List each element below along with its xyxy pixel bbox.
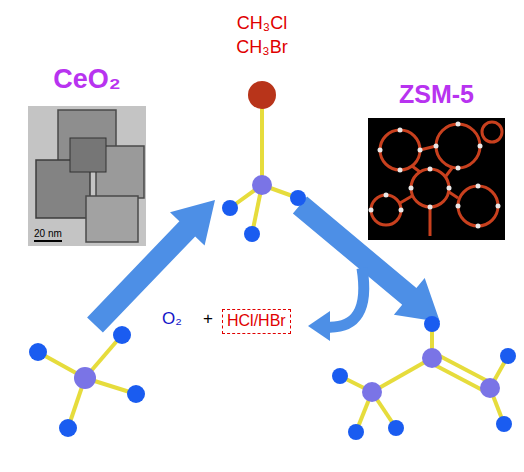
- product-formula: CH₃Br: [236, 38, 287, 58]
- reagent-text: HCl/HBr: [227, 311, 286, 330]
- plus-sign: +: [203, 310, 213, 329]
- zeolite-framework: [368, 118, 505, 240]
- reagent-formula: O₂: [162, 310, 182, 329]
- scale-bar-label: 20 nm: [34, 228, 62, 239]
- reagent-dashed-box: HCl/HBr: [222, 309, 291, 334]
- zeolite-panel: ZSM-5: [368, 118, 505, 240]
- catalyst-heading: ZSM-5: [399, 80, 474, 109]
- product-formula: CH₃Cl: [237, 14, 287, 34]
- tem-image: [28, 106, 146, 246]
- catalyst-heading: CeO₂: [53, 64, 121, 95]
- methane-molecule: [29, 326, 145, 437]
- reaction-arrows: [87, 197, 440, 341]
- tem-image-panel: CeO₂20 nm: [28, 106, 146, 246]
- halomethane-molecule: [222, 81, 306, 242]
- propylene-molecule: [332, 316, 516, 440]
